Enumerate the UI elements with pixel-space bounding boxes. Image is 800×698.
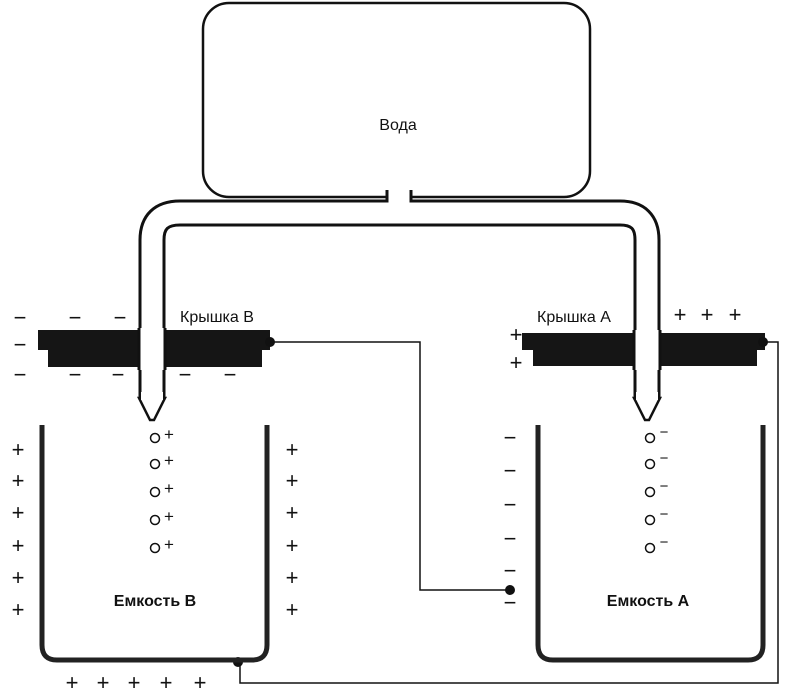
- water-drop: [644, 432, 656, 444]
- drop-charge-sign: −: [660, 450, 669, 467]
- drop-charge-sign: −: [660, 478, 669, 495]
- container-b: [39, 425, 270, 663]
- container-a-charge-sign: −: [504, 590, 517, 615]
- container-a-charge-sign: −: [504, 458, 517, 483]
- container-b-charge-sign: +: [194, 670, 207, 695]
- water-drop: [644, 514, 656, 526]
- lid-a-label: Крышка A: [537, 309, 611, 326]
- drop-charge-sign: +: [164, 507, 174, 526]
- container-b-charge-sign: +: [12, 437, 25, 462]
- lid-a: [522, 330, 768, 370]
- container-b-charge-sign: +: [286, 500, 299, 525]
- container-a: [535, 425, 766, 663]
- container-b-charge-sign: +: [286, 565, 299, 590]
- wire-lid-b-to-container-a: [270, 341, 510, 591]
- container-b-label: Емкость B: [114, 593, 196, 610]
- container-a-charge-sign: −: [504, 558, 517, 583]
- lid-b-charge-sign: −: [179, 362, 192, 387]
- water-drops: + − + − + − + − + −: [149, 424, 669, 554]
- lid-a-charge-sign: +: [729, 302, 742, 327]
- water-reservoir: [201, 1, 592, 199]
- container-b-charge-sign: +: [12, 500, 25, 525]
- container-b-charge-sign: +: [12, 468, 25, 493]
- water-drop: [149, 542, 161, 554]
- lid-b-charge-sign: −: [114, 305, 127, 330]
- junction-container-a: [505, 585, 515, 595]
- water-pipe: [136, 190, 663, 422]
- lid-b-label: Крышка B: [180, 309, 254, 326]
- water-drop: [644, 486, 656, 498]
- water-drop: [149, 458, 161, 470]
- container-b-charge-sign: +: [128, 670, 141, 695]
- water-drop: [644, 542, 656, 554]
- lid-a-charge-sign: +: [701, 302, 714, 327]
- lid-b: [38, 328, 275, 370]
- lid-b-charge-sign: −: [14, 305, 27, 330]
- container-a-label: Емкость A: [607, 593, 690, 610]
- container-b-charge-sign: +: [12, 533, 25, 558]
- container-b-charge-sign: +: [286, 468, 299, 493]
- water-label: Вода: [379, 117, 417, 134]
- charge-signs: −−−−−−−−−++++++++++++++++++++++−−−−−−: [12, 302, 742, 695]
- container-a-charge-sign: −: [504, 526, 517, 551]
- water-drop: [149, 514, 161, 526]
- container-b-charge-sign: +: [286, 437, 299, 462]
- container-b-charge-sign: +: [160, 670, 173, 695]
- container-a-charge-sign: −: [504, 492, 517, 517]
- lid-a-charge-sign: +: [674, 302, 687, 327]
- drop-charge-sign: −: [660, 534, 669, 551]
- container-b-charge-sign: +: [12, 597, 25, 622]
- lid-b-charge-sign: −: [224, 362, 237, 387]
- lid-a-charge-sign: +: [510, 322, 523, 347]
- container-a-charge-sign: −: [504, 425, 517, 450]
- container-b-charge-sign: +: [66, 670, 79, 695]
- container-b-charge-sign: +: [286, 597, 299, 622]
- drop-charge-sign: +: [164, 425, 174, 444]
- lid-b-charge-sign: −: [112, 362, 125, 387]
- container-b-charge-sign: +: [97, 670, 110, 695]
- lid-b-charge-sign: −: [14, 362, 27, 387]
- lid-a-charge-sign: +: [510, 350, 523, 375]
- wire-lid-a-to-container-b: [239, 341, 779, 684]
- lid-b-charge-sign: −: [14, 332, 27, 357]
- lid-b-charge-sign: −: [69, 362, 82, 387]
- drop-charge-sign: −: [660, 424, 669, 441]
- drop-charge-sign: −: [660, 506, 669, 523]
- lid-b-charge-sign: −: [69, 305, 82, 330]
- water-drop: [149, 486, 161, 498]
- drop-charge-sign: +: [164, 479, 174, 498]
- container-b-charge-sign: +: [12, 565, 25, 590]
- water-drop: [644, 458, 656, 470]
- drop-charge-sign: +: [164, 535, 174, 554]
- container-b-charge-sign: +: [286, 533, 299, 558]
- drop-charge-sign: +: [164, 451, 174, 470]
- water-drop: [149, 432, 161, 444]
